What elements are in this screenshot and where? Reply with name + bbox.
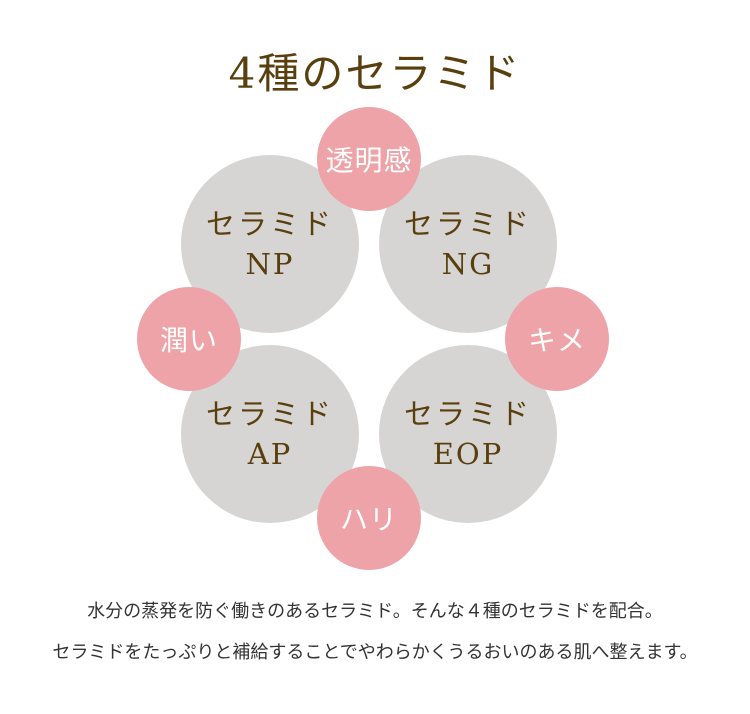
- ceramide-np-type: NP: [245, 247, 295, 281]
- benefit-texture-label: キメ: [527, 324, 586, 357]
- description-line-2: セラミドをたっぷりと補給することでやわらかくうるおいのある肌へ整えます。: [52, 642, 698, 663]
- benefit-transparency-circle: 透明感: [317, 107, 421, 211]
- ceramide-np-label: セラミド: [205, 207, 334, 241]
- ceramide-ng-label: セラミド: [403, 207, 532, 241]
- page-title: 4種のセラミド: [228, 49, 522, 98]
- benefit-moisture-label: 潤い: [159, 324, 218, 357]
- description-line-1: 水分の蒸発を防ぐ働きのあるセラミド。そんな４種のセラミドを配合。: [87, 601, 663, 622]
- ceramide-ng-type: NG: [441, 247, 495, 281]
- benefit-firmness-label: ハリ: [339, 503, 398, 536]
- ceramide-ap-type: AP: [247, 437, 293, 471]
- ceramide-eop-type: EOP: [432, 437, 504, 471]
- ceramide-ap-label: セラミド: [205, 397, 334, 431]
- benefit-moisture-circle: 潤い: [137, 287, 241, 391]
- benefit-transparency-label: 透明感: [325, 144, 413, 177]
- benefit-texture-circle: キメ: [505, 287, 609, 391]
- benefit-firmness-circle: ハリ: [317, 466, 421, 570]
- ceramide-eop-label: セラミド: [403, 397, 532, 431]
